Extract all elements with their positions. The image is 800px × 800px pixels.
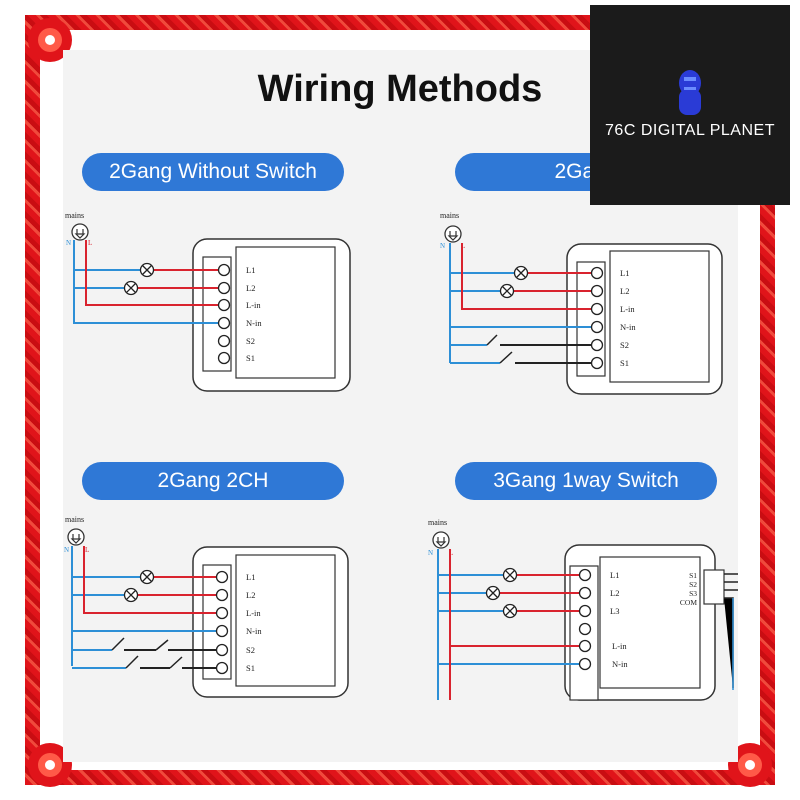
svg-text:L2: L2	[610, 588, 619, 598]
section-heading-4: 3Gang 1way Switch	[455, 462, 717, 500]
live-label: L	[449, 549, 453, 557]
neutral-label: N	[440, 242, 445, 250]
svg-text:L-in: L-in	[246, 300, 261, 310]
module-box	[192, 546, 349, 698]
svg-text:L-in: L-in	[246, 608, 261, 618]
svg-text:S1: S1	[246, 663, 255, 673]
mains-plug-icon	[67, 528, 85, 546]
svg-text:L-in: L-in	[620, 304, 635, 314]
diagram-2gang-without-switch: mains N L L1 L2 L-in N-in S2 S1	[65, 211, 351, 392]
module-box	[192, 238, 351, 392]
section-heading-1: 2Gang Without Switch	[82, 153, 344, 191]
mains-label: mains	[428, 518, 447, 527]
svg-text:S1: S1	[246, 353, 255, 363]
svg-text:S3: S3	[689, 589, 697, 598]
module-box	[564, 544, 716, 701]
svg-text:L2: L2	[246, 590, 255, 600]
mains-plug-icon	[444, 225, 462, 243]
diagram-2gang-switch: mains N L L1 L2 L-in N-in S2 S1	[440, 211, 723, 395]
diagram-2gang-2ch: mains N L L1 L2 L-in N-in S2 S1	[64, 515, 349, 698]
svg-text:S2: S2	[689, 580, 697, 589]
svg-text:L2: L2	[620, 286, 629, 296]
corner-ornament-top-left-icon	[28, 18, 72, 62]
mains-label: mains	[440, 211, 459, 220]
svg-text:L1: L1	[246, 265, 255, 275]
svg-text:S1: S1	[689, 571, 697, 580]
live-label: L	[88, 239, 92, 247]
svg-text:S2: S2	[620, 340, 629, 350]
blue-figure-logo-icon	[679, 70, 701, 115]
neutral-label: N	[428, 549, 433, 557]
corner-ornament-bottom-left-icon	[28, 743, 72, 787]
svg-text:COM: COM	[680, 598, 697, 607]
svg-text:S2: S2	[246, 645, 255, 655]
svg-text:N-in: N-in	[620, 322, 636, 332]
neutral-label: N	[64, 546, 69, 554]
svg-text:N-in: N-in	[246, 626, 262, 636]
svg-text:S2: S2	[246, 336, 255, 346]
watermark-text: 76C DIGITAL PLANET	[605, 122, 775, 139]
mains-label: mains	[65, 211, 84, 220]
corner-ornament-bottom-right-icon	[728, 743, 772, 787]
svg-text:L3: L3	[610, 606, 619, 616]
live-label: L	[461, 242, 465, 250]
neutral-label: N	[66, 239, 71, 247]
svg-text:L1: L1	[246, 572, 255, 582]
watermark-logo-box: 76C DIGITAL PLANET	[590, 5, 790, 205]
page-title: Wiring Methods	[257, 68, 543, 110]
svg-text:L2: L2	[246, 283, 255, 293]
section-heading-3: 2Gang 2CH	[82, 462, 344, 500]
svg-text:N-in: N-in	[612, 659, 628, 669]
svg-text:N-in: N-in	[246, 318, 262, 328]
mains-label: mains	[65, 515, 84, 524]
mains-plug-icon	[432, 531, 450, 549]
svg-text:S1: S1	[620, 358, 629, 368]
diagram-3gang-1way-switch: mains N L L1 L2 L3 L-in N-in	[428, 518, 738, 701]
svg-text:L-in: L-in	[612, 641, 627, 651]
svg-text:L1: L1	[610, 570, 619, 580]
module-box	[566, 243, 723, 395]
mains-plug-icon	[71, 223, 89, 241]
live-label: L	[85, 546, 89, 554]
svg-text:L1: L1	[620, 268, 629, 278]
